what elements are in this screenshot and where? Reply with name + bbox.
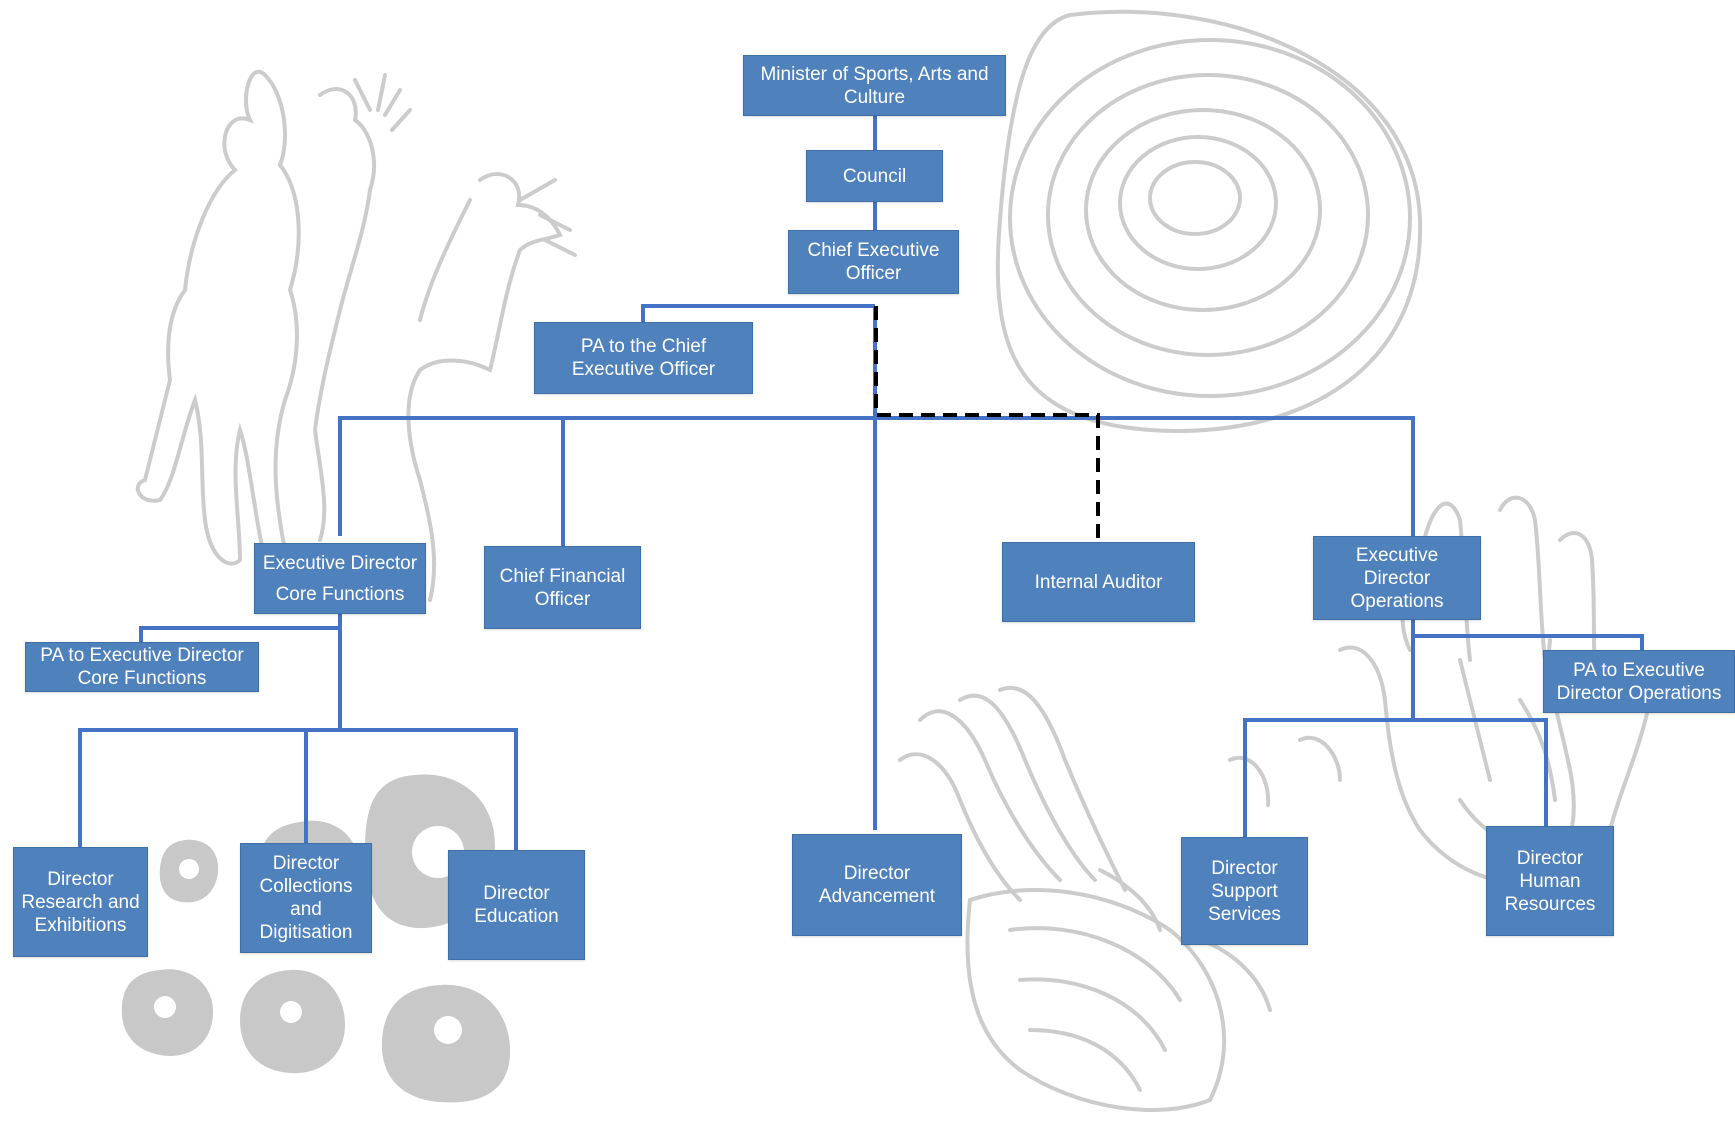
handprint-petroglyph-icon — [898, 685, 1272, 1112]
pa-ceo-label: PA to the Chief Executive Officer — [571, 336, 716, 380]
internal-auditor-box[interactable]: Internal Auditor — [1002, 542, 1195, 622]
connector-hr — [1413, 718, 1548, 826]
dir-advancement-label: Director Advancement — [818, 863, 936, 907]
pa-ceo-box[interactable]: PA to the Chief Executive Officer — [534, 322, 753, 394]
council-box[interactable]: Council — [806, 150, 943, 202]
spiral-petroglyph-icon — [995, 9, 1423, 433]
ed-core-label: Executive Director Core Functions — [262, 552, 418, 605]
dir-hr-label: Director Human Resources — [1504, 847, 1596, 915]
ed-operations-label: Executive Director Operations — [1350, 544, 1444, 612]
cfo-label: Chief Financial Officer — [499, 565, 626, 610]
ed-operations-box[interactable]: Executive Director Operations — [1313, 536, 1481, 620]
dir-hr-box[interactable]: Director Human Resources — [1486, 826, 1614, 936]
dir-advancement-box[interactable]: Director Advancement — [792, 834, 962, 936]
pa-ed-operations-box[interactable]: PA to Executive Director Operations — [1543, 650, 1735, 713]
dir-education-box[interactable]: Director Education — [448, 850, 585, 960]
connector-ed-ops-pa — [1411, 620, 1644, 650]
ed-core-box[interactable]: Executive Director Core Functions — [254, 543, 426, 614]
minister-box[interactable]: Minister of Sports, Arts and Culture — [743, 55, 1006, 116]
dir-research-box[interactable]: Director Research and Exhibitions — [13, 847, 148, 957]
minister-label: Minister of Sports, Arts and Culture — [760, 63, 989, 108]
dir-research-label: Director Research and Exhibitions — [21, 868, 140, 936]
connector-ed-core-pa — [139, 614, 342, 642]
ceo-box[interactable]: Chief Executive Officer — [788, 230, 959, 294]
dir-collections-box[interactable]: Director Collections and Digitisation — [240, 843, 372, 953]
connector-internal-auditor-dashed — [874, 306, 1100, 542]
internal-auditor-label: Internal Auditor — [1034, 571, 1163, 593]
dir-education-label: Director Education — [474, 883, 559, 927]
connector-ceo-pa — [641, 304, 875, 322]
council-label: Council — [842, 165, 907, 187]
dir-support-box[interactable]: Director Support Services — [1181, 837, 1308, 945]
connector-ed-ops-directors — [1243, 636, 1415, 837]
dancing-figures-icon — [135, 70, 577, 602]
pa-ed-core-box[interactable]: PA to Executive Director Core Functions — [25, 642, 259, 692]
cfo-box[interactable]: Chief Financial Officer — [484, 546, 641, 629]
dir-collections-label: Director Collections and Digitisation — [259, 853, 353, 943]
pa-ed-core-label: PA to Executive Director Core Functions — [40, 645, 244, 689]
dir-support-label: Director Support Services — [1208, 857, 1281, 925]
connector-education — [306, 728, 518, 850]
pa-ed-operations-label: PA to Executive Director Operations — [1556, 659, 1722, 704]
connector-ed-core-directors — [78, 628, 342, 847]
ceo-label: Chief Executive Officer — [807, 240, 940, 284]
